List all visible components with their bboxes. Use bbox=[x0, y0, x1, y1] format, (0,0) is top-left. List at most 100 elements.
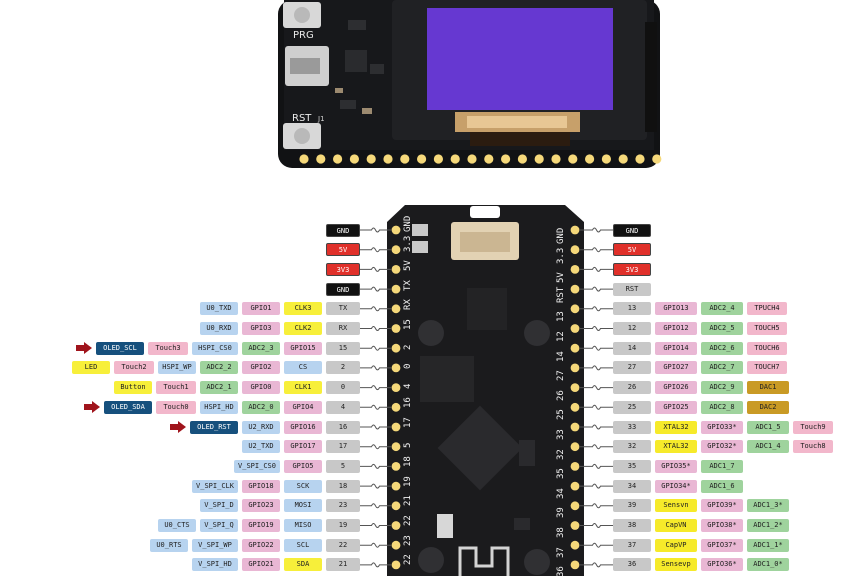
silkscreen-label: 22 bbox=[403, 515, 413, 526]
pin-label-gpio: GPIO38* bbox=[701, 519, 743, 532]
pin-label-gpio: GPIO5 bbox=[284, 459, 322, 473]
silkscreen-label: 16 bbox=[403, 397, 413, 409]
pin-label-xtal: XTAL32 bbox=[655, 420, 697, 434]
silkscreen-label: RST bbox=[556, 286, 566, 303]
header-pad bbox=[570, 383, 580, 392]
silkscreen-label: 13 bbox=[556, 311, 566, 323]
side-connector bbox=[645, 22, 657, 132]
pin-label-touch: TOUCH6 bbox=[747, 341, 787, 355]
pin-label-clk: CLK1 bbox=[284, 381, 322, 395]
small-component bbox=[514, 518, 530, 530]
header-pad bbox=[391, 402, 401, 412]
pin-label-gnd: GND bbox=[326, 282, 360, 296]
pin-lead bbox=[580, 345, 613, 351]
silkscreen-label: 25 bbox=[556, 409, 566, 421]
pin-label-adc: ADC1_2* bbox=[747, 519, 789, 532]
header-pad bbox=[570, 481, 580, 491]
pin-label-adc: ADC1_1* bbox=[747, 538, 789, 552]
pin-lead bbox=[360, 542, 391, 548]
pin-label-uart: U0_TXD bbox=[200, 302, 238, 316]
silkscreen-label: 39 bbox=[556, 507, 566, 519]
pin-lead bbox=[580, 227, 613, 233]
pin-lead bbox=[360, 306, 391, 312]
header-pad bbox=[585, 154, 595, 164]
pin-label-gpio: GPIO17 bbox=[284, 440, 322, 454]
silkscreen-label: 27 bbox=[556, 370, 566, 382]
silkscreen-label: 21 bbox=[403, 495, 413, 507]
pin-label-adc: ADC1_5 bbox=[747, 420, 789, 434]
pin-label-uart: MISO bbox=[284, 519, 322, 532]
header-pad bbox=[635, 154, 645, 164]
pin-lead bbox=[580, 483, 613, 489]
pin-label-power: 3V3 bbox=[613, 262, 651, 276]
header-pad bbox=[570, 462, 580, 471]
top-header-pads bbox=[299, 154, 662, 164]
pin-label-xtal: CapVP bbox=[655, 538, 697, 552]
pin-lead bbox=[580, 306, 613, 312]
header-pad bbox=[618, 154, 628, 164]
silkscreen-label: GND bbox=[556, 227, 566, 244]
header-pad bbox=[391, 481, 401, 491]
header-pads bbox=[391, 225, 580, 570]
header-pad bbox=[433, 154, 443, 164]
pin-label-xtal: Sensvn bbox=[655, 499, 697, 513]
pin-label-adc: ADC2_6 bbox=[701, 341, 743, 355]
pin-label-touch: TOUCH5 bbox=[747, 322, 787, 335]
pin-label-pin: 33 bbox=[613, 420, 651, 434]
header-pad bbox=[570, 501, 580, 511]
pin-label-pin: 5 bbox=[326, 459, 360, 473]
pin-label-gpio: GPIO36* bbox=[701, 558, 743, 572]
header-pad bbox=[570, 422, 580, 432]
pin-label-uart: MOSI bbox=[284, 499, 322, 513]
pin-lead bbox=[580, 444, 613, 450]
mounting-screw bbox=[524, 320, 550, 346]
bottom-pcb bbox=[387, 205, 584, 576]
header-pad bbox=[391, 521, 401, 530]
pin-lead bbox=[360, 424, 391, 430]
pin-label-pin: 34 bbox=[613, 479, 651, 493]
pin-label-pin: 19 bbox=[326, 519, 360, 532]
pin-label-gpio: GPIO35* bbox=[655, 459, 697, 473]
silkscreen-label: 32 bbox=[556, 448, 566, 460]
header-pad bbox=[391, 284, 401, 294]
silkscreen-label: 22 bbox=[403, 554, 413, 566]
silkscreen-label: 36 bbox=[556, 566, 566, 576]
pin-label-uart: U0_RXD bbox=[200, 322, 238, 335]
pin-lead bbox=[360, 562, 391, 568]
pin-lead bbox=[360, 326, 391, 331]
pin-lead bbox=[580, 365, 613, 371]
pin-lead bbox=[360, 523, 391, 528]
header-pad bbox=[652, 154, 662, 164]
pin-label-touch: TOUCH7 bbox=[747, 361, 787, 375]
rst-label: RST bbox=[292, 113, 312, 124]
pin-label-gpio: GPIO13 bbox=[655, 302, 697, 316]
silkscreen-label: 38 bbox=[556, 527, 566, 538]
pin-label-uart: V_SPI_Q bbox=[200, 519, 238, 532]
pin-label-uart: V_SPI_WP bbox=[192, 538, 238, 552]
oled-display-shade bbox=[427, 8, 613, 110]
header-pad bbox=[391, 560, 401, 570]
header-pad bbox=[391, 304, 401, 314]
silkscreen-label: 18 bbox=[403, 456, 413, 468]
pin-label-xtal: Sensevp bbox=[655, 558, 697, 572]
pin-label-gpio: GPIO12 bbox=[655, 322, 697, 335]
pin-label-pin: 21 bbox=[326, 558, 360, 572]
header-pad bbox=[391, 245, 401, 255]
pin-label-uart: U2_RXD bbox=[242, 420, 280, 434]
pin-label-adc: ADC2_2 bbox=[200, 361, 238, 375]
silkscreen-label: 17 bbox=[403, 417, 413, 428]
pin-label-dac: DAC2 bbox=[747, 400, 789, 414]
pin-label-uart: V_SPI_CLK bbox=[192, 479, 238, 493]
header-pad bbox=[383, 154, 393, 164]
battery-connector-inner bbox=[460, 232, 510, 252]
pin-label-gpio: GPIO2 bbox=[242, 361, 280, 375]
pin-lead bbox=[580, 286, 613, 292]
silkscreen-label: 14 bbox=[556, 350, 566, 362]
pin-label-touch: Touch9 bbox=[793, 420, 833, 434]
header-pad bbox=[570, 363, 580, 373]
pin-label-adc: ADC1_4 bbox=[747, 440, 789, 454]
pin-label-power: 5V bbox=[326, 243, 360, 257]
header-pad bbox=[570, 560, 580, 570]
header-pad bbox=[391, 540, 401, 550]
pin-lead bbox=[360, 503, 391, 509]
